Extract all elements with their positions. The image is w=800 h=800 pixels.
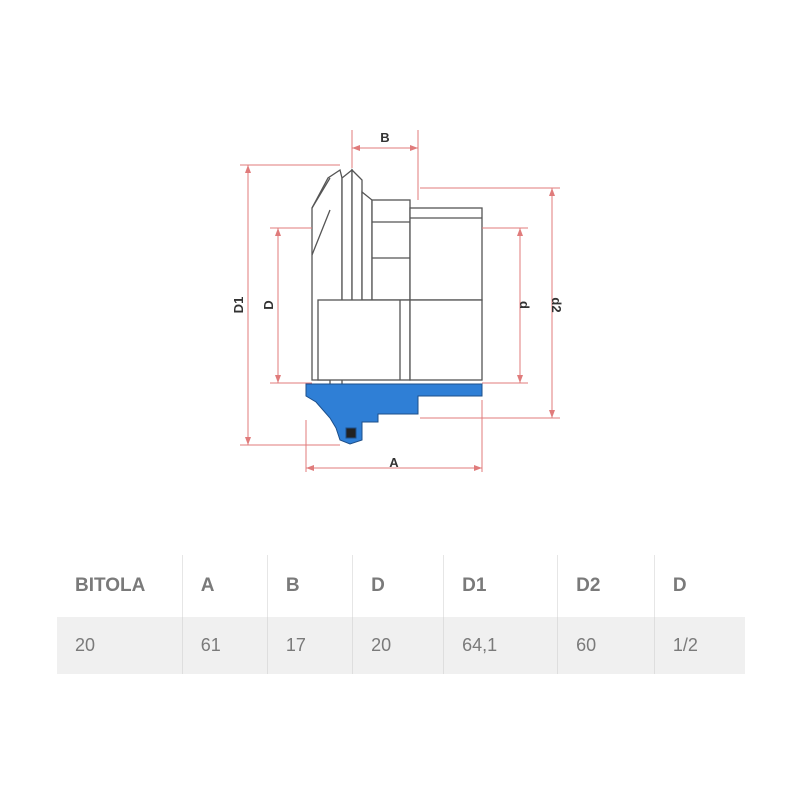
column-header-d1: D1 (443, 555, 558, 617)
technical-drawing: B A D1 D d d2 (231, 130, 564, 472)
dimension-label-a: A (389, 455, 399, 470)
column-header-b: B (266, 555, 353, 617)
column-header-d2: D2 (557, 555, 655, 617)
table-row: 20 61 17 20 64,1 60 1/2 (57, 617, 745, 674)
seal-section (305, 383, 483, 445)
cell-d: 20 (352, 617, 444, 674)
cell-a: 61 (181, 617, 268, 674)
column-header-thread: D (653, 555, 745, 617)
cell-bitola: 20 (57, 617, 183, 674)
dimension-label-d-small: d (517, 301, 532, 309)
cell-thread: 1/2 (653, 617, 745, 674)
seal-cross-section (305, 383, 483, 445)
dimension-arrows (245, 145, 555, 471)
dimension-lines (240, 130, 560, 472)
o-ring (345, 427, 357, 439)
cell-d2: 60 (557, 617, 655, 674)
dimension-label-d2: d2 (549, 297, 564, 312)
cell-b: 17 (266, 617, 353, 674)
dimension-label-d-inner: D (261, 300, 276, 309)
table-header-row: BITOLA A B D D1 D2 D (57, 555, 745, 617)
column-header-bitola: BITOLA (75, 575, 146, 596)
cell-d1: 64,1 (443, 617, 558, 674)
dimension-label-d1: D1 (231, 297, 246, 314)
specification-table: BITOLA A B D D1 D2 D 20 61 17 20 64,1 60… (57, 555, 745, 674)
column-header-d: D (352, 555, 444, 617)
fitting-body (311, 168, 483, 391)
dimension-label-b: B (380, 130, 389, 145)
column-header-a: A (181, 555, 268, 617)
